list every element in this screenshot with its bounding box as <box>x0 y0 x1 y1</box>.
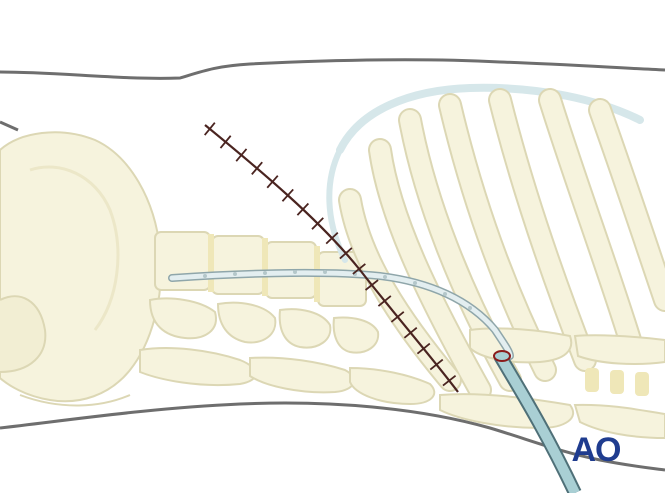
pelvis <box>0 131 162 407</box>
suture-stitch <box>339 247 353 260</box>
suture-stitch <box>429 358 444 371</box>
suture-stitch <box>251 161 263 175</box>
external-drain <box>493 350 582 493</box>
suture-stitch <box>281 188 294 202</box>
suture-stitch <box>235 148 248 162</box>
suture-stitch <box>219 135 232 149</box>
suture-stitch <box>403 326 418 339</box>
suture-stitch <box>352 263 366 275</box>
suture-stitch <box>377 295 392 307</box>
suture-stitch <box>390 311 405 323</box>
drain-tube <box>168 268 514 360</box>
suture-stitch <box>442 374 457 387</box>
limb-stub <box>0 120 19 132</box>
suture-stitch <box>203 122 216 136</box>
body-outline-top <box>0 58 665 80</box>
suture-stitch <box>325 231 339 245</box>
body-outline-bottom <box>0 401 665 472</box>
suture-stitch <box>311 217 324 230</box>
suture-stitch <box>364 279 379 291</box>
sutured-incision <box>203 122 459 393</box>
suture-stitch <box>266 175 279 189</box>
rib-cage <box>326 83 665 440</box>
ao-logo: AO <box>571 431 622 469</box>
suture-stitch <box>416 342 431 355</box>
suture-stitch <box>296 202 310 216</box>
